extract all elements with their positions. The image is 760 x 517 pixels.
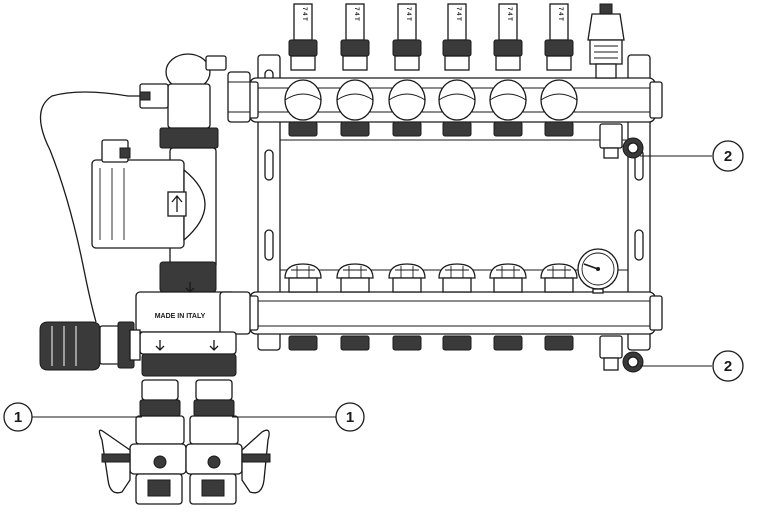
return-valves xyxy=(284,263,578,351)
flowmeters: 7 4 T 7 4 T 7 4 T 7 4 T xyxy=(284,3,578,137)
thermostatic-head xyxy=(39,321,141,371)
svg-text:7 4 T: 7 4 T xyxy=(353,7,359,21)
return-manifold-bar xyxy=(243,291,663,335)
sensor-clip xyxy=(139,91,151,101)
made-in-italy-marking: MADE IN ITALY xyxy=(155,313,206,320)
pump-lower-body: MADE IN ITALY xyxy=(135,261,251,377)
flowmeter: 7 4 T xyxy=(284,3,322,137)
return-valve xyxy=(336,263,374,351)
svg-text:7 4 T: 7 4 T xyxy=(557,7,563,21)
svg-text:7 4 T: 7 4 T xyxy=(301,7,307,21)
svg-text:7 4 T: 7 4 T xyxy=(455,7,461,21)
ball-valve-right xyxy=(185,379,271,505)
capillary-tube xyxy=(39,91,142,323)
svg-text:7 4 T: 7 4 T xyxy=(506,7,512,21)
flowmeter: 7 4 T xyxy=(336,3,374,137)
callout-2-bottom: 2 xyxy=(640,350,744,382)
return-valve xyxy=(540,263,578,351)
return-valve xyxy=(284,263,322,351)
drain-valve-bottom xyxy=(599,335,644,373)
circulation-pump xyxy=(91,139,217,269)
air-vent xyxy=(587,3,625,79)
flowmeter: 7 4 T xyxy=(438,3,476,137)
return-valve xyxy=(388,263,426,351)
callout-label: 1 xyxy=(14,409,22,426)
callout-2-top: 2 xyxy=(640,140,744,172)
return-valve xyxy=(438,263,476,351)
flowmeter: 7 4 T xyxy=(388,3,426,137)
mixing-valve-body xyxy=(139,53,251,149)
ball-valve-left xyxy=(98,379,187,505)
flowmeter: 7 4 T xyxy=(540,3,578,137)
callout-1-left: 1 xyxy=(3,402,142,432)
callout-1-right: 1 xyxy=(232,402,365,432)
drain-valve-top xyxy=(599,123,644,159)
svg-text:7 4 T: 7 4 T xyxy=(405,7,411,21)
return-valve xyxy=(489,263,527,351)
flowmeter: 7 4 T xyxy=(489,3,527,137)
callout-label: 2 xyxy=(724,148,732,165)
mounting-bracket xyxy=(257,54,651,351)
pressure-gauge-icon xyxy=(577,248,619,294)
callout-label: 1 xyxy=(346,409,354,426)
callout-label: 2 xyxy=(724,358,732,375)
